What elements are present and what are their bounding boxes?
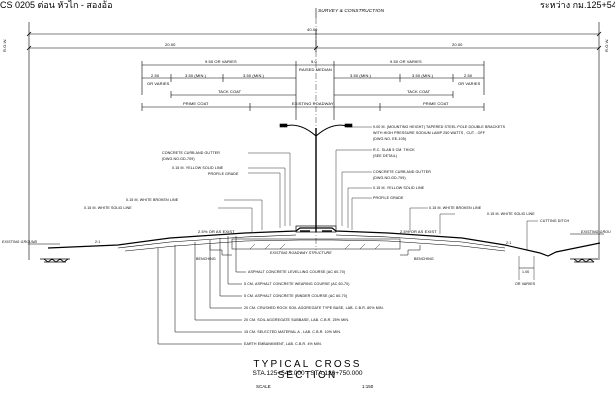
layer-1: ASPHALT CONCRETE LEVELLING COURSE (AC 60… (248, 270, 346, 274)
dim-median: 5.0 (311, 59, 317, 64)
row-label-left: R.O.W. (2, 38, 7, 53)
centerline-label: SURVEY & CONSTRUCTION (318, 9, 385, 14)
side-slope-right: 2:1 (506, 241, 512, 245)
dim-l-shoulder-sub: OR VARIES (147, 81, 170, 86)
prime-coat-left: PRIME COAT (183, 101, 209, 106)
dim-left-half: 20.00 (165, 42, 176, 47)
layer-3: 5 CM. ASPHALT CONCRETE (BINDER COURSE (A… (244, 294, 348, 298)
note-lamp-2: WITH HIGH PRESSURE SODIUM LAMP 250 WATTS… (373, 131, 486, 135)
note-yellow-left: 0.15 M. YELLOW SOLID LINE (172, 166, 224, 170)
dim-r-lane-2: 3.50 (MIN.) (412, 73, 434, 78)
layer-5: 20 CM. SOIL AGGREGATE SUBBASE, LAB. C.B.… (244, 318, 350, 322)
header-left: CS 0205 ต่อน หัวไก - สองอ้อ (0, 0, 113, 10)
note-slab: R.C. SLAB 5 CM. THICK (373, 148, 415, 152)
existing-structure: EXISTING ROADWAY STRUCTURE (270, 251, 332, 255)
note-profile-left: PROFILE GRADE (208, 172, 239, 176)
note-yellow-right: 0.15 M. YELLOW SOLID LINE (373, 186, 425, 190)
dim-right-half: 20.00 (452, 42, 463, 47)
benching-right: BENCHING (414, 257, 434, 261)
ground-symbol-right (570, 258, 598, 263)
note-white-broken-left: 0.15 M. WHITE BROKEN LINE (126, 198, 179, 202)
note-white-broken-right: 0.15 M. WHITE BROKEN LINE (429, 206, 482, 210)
layer-2: 5 CM. ASPHALT CONCRETE WEARING COURSE (A… (244, 282, 350, 286)
dim-r-lane-1: 3.50 (MIN.) (350, 73, 372, 78)
ditch-width-sub: OR VARIES (515, 282, 536, 286)
scale-value: 1:150 (362, 384, 374, 389)
ground-symbol-left (40, 258, 70, 263)
dim-ticks (26, 31, 602, 51)
slope-right: 2.5% OR AS EXIST (400, 229, 437, 234)
note-profile-right: PROFILE GRADE (373, 196, 404, 200)
note-lamp-3: (DWG.NO. EE-105) (373, 137, 407, 141)
existing-structure-box (231, 238, 401, 250)
dim-right-varies: 9.50 OR VARIES (390, 59, 422, 64)
dim-l-shoulder: 2.50 (151, 73, 160, 78)
row-label-right: R.O.W. (604, 38, 609, 53)
ditch-width: 1.00 (522, 270, 530, 274)
layer-leaders (157, 236, 246, 345)
slope-left: 2.5% OR AS EXIST (198, 229, 235, 234)
tack-coat-right: TACK COAT (407, 89, 431, 94)
existing-ground-right: EXISTING GROU (581, 230, 611, 234)
note-curb-right: CONCRETE CURB AND GUTTER (373, 170, 431, 174)
median-block (295, 225, 337, 233)
benching-left: BENCHING (196, 257, 216, 261)
dim-left-varies: 9.50 OR VARIES (205, 59, 237, 64)
dim-lane-2: 3.50 (MIN.) (243, 73, 265, 78)
dim-r-shoulder-sub: OR VARIES (458, 81, 481, 86)
dim-r-shoulder: 2.50 (464, 73, 473, 78)
title-main: TYPICAL CROSS SECTION (253, 359, 362, 381)
side-slope-left: 2:1 (95, 240, 101, 244)
existing-ground-left: EXISTING GROUND (2, 240, 38, 244)
note-cutting-ditch: CUTTING DITCH (540, 219, 570, 223)
layer-6: 15 CM. SELECTED MATERIAL A , LAB. C.B.R.… (244, 330, 342, 334)
tack-coat-left: TACK COAT (218, 89, 242, 94)
note-curb-right-2: (DWG.NO.GD-709) (373, 176, 406, 180)
scale-label: SCALE (256, 384, 271, 389)
note-white-solid-right: 0.15 M. WHITE SOLID LINE (487, 212, 535, 216)
note-curb-left: CONCRETE CURB AND GUTTER (162, 151, 220, 155)
note-curb-left-2: (DWG.NO.GD-709) (162, 157, 195, 161)
prime-coat-right: PRIME COAT (423, 101, 449, 106)
layer-7: EARTH EMBANKMENT, LAB. C.B.R. 4% MIN. (244, 342, 322, 346)
dim-median-label: RAISED MEDIAN (299, 67, 332, 72)
dim-total: 40.00 (307, 27, 318, 32)
dim-lane-1: 3.50 (MIN.) (185, 73, 207, 78)
note-slab-2: (SEE DETAIL) (373, 154, 398, 158)
title-sta: STA.125+545.000 - STA.126+750.000 (252, 370, 363, 377)
note-lamp: 9.00 M. (MOUNTING HEIGHT) TAPERED STEEL … (373, 125, 506, 129)
note-white-solid-left: 0.15 M. WHITE SOLID LINE (84, 206, 132, 210)
existing-roadway: EXISTING ROADWAY (292, 101, 334, 106)
layer-4: 20 CM. CRUSHED ROCK SOIL AGGREGATE TYPE … (244, 306, 384, 310)
header-right: ระหว่าง กม.125+54 (540, 0, 615, 10)
